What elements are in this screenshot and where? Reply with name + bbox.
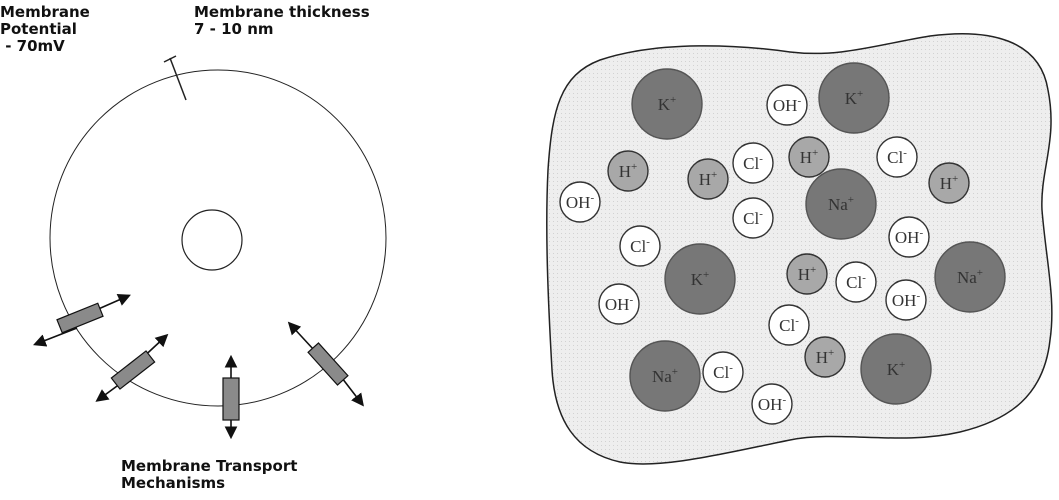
- oh-ion-symbol: OH: [605, 295, 630, 314]
- cl-ion: Cl-: [733, 143, 773, 183]
- oh-ion-charge: -: [629, 294, 633, 306]
- oh-ion-symbol: OH: [758, 395, 783, 414]
- cl-ion: Cl-: [703, 352, 743, 392]
- thickness-pointer-tick: [164, 56, 176, 62]
- cl-ion: Cl-: [620, 226, 660, 266]
- h-ion-symbol: H: [798, 265, 810, 284]
- oh-ion-label: OH-: [566, 192, 595, 212]
- h-ion: H+: [688, 159, 728, 199]
- oh-ion-charge: -: [916, 290, 920, 302]
- oh-ion-symbol: OH: [566, 193, 591, 212]
- oh-ion-charge: -: [590, 192, 594, 204]
- oh-ion-symbol: OH: [892, 291, 917, 310]
- h-ion: H+: [929, 163, 969, 203]
- k-ion: K+: [665, 244, 735, 314]
- h-ion-symbol: H: [619, 162, 631, 181]
- cl-ion-symbol: Cl: [713, 363, 729, 382]
- k-ion-symbol: K: [658, 95, 671, 114]
- cl-ion-symbol: Cl: [779, 316, 795, 335]
- cl-ion: Cl-: [836, 262, 876, 302]
- h-ion: H+: [789, 137, 829, 177]
- oh-ion-label: OH-: [758, 394, 787, 414]
- k-ion-charge: +: [857, 88, 863, 100]
- k-ion-symbol: K: [691, 270, 704, 289]
- oh-ion-charge: -: [782, 394, 786, 406]
- k-ion: K+: [819, 63, 889, 133]
- h-ion-symbol: H: [699, 170, 711, 189]
- cl-ion: Cl-: [769, 305, 809, 345]
- ion-region: K+K+K+K+Na+Na+Na+H+H+H+H+H+H+OH-OH-OH-OH…: [547, 34, 1052, 464]
- h-ion-charge: +: [828, 347, 834, 359]
- oh-ion-label: OH-: [605, 294, 634, 314]
- cl-ion-symbol: Cl: [846, 273, 862, 292]
- h-ion: H+: [608, 151, 648, 191]
- transport-pump-2: [98, 336, 166, 400]
- h-ion-charge: +: [631, 161, 637, 173]
- na-ion-symbol: Na: [652, 367, 672, 386]
- cl-ion-symbol: Cl: [743, 154, 759, 173]
- cl-ion-charge: -: [646, 236, 650, 248]
- oh-ion: OH-: [889, 217, 929, 257]
- oh-ion: OH-: [886, 280, 926, 320]
- oh-ion-charge: -: [797, 95, 801, 107]
- h-ion: H+: [787, 254, 827, 294]
- h-ion-charge: +: [952, 173, 958, 185]
- na-ion: Na+: [630, 341, 700, 411]
- cl-ion-charge: -: [759, 208, 763, 220]
- cell-nucleus: [182, 210, 242, 270]
- na-ion-symbol: Na: [828, 195, 848, 214]
- na-ion: Na+: [806, 169, 876, 239]
- cell-diagram: [36, 56, 386, 436]
- oh-ion-charge: -: [919, 227, 923, 239]
- cl-ion-charge: -: [795, 315, 799, 327]
- k-ion: K+: [632, 69, 702, 139]
- oh-ion-label: OH-: [892, 290, 921, 310]
- cl-ion-symbol: Cl: [743, 209, 759, 228]
- h-ion-symbol: H: [816, 348, 828, 367]
- k-ion-charge: +: [703, 269, 709, 281]
- cl-ion-charge: -: [903, 147, 907, 159]
- k-ion-symbol: K: [845, 89, 858, 108]
- cell-membrane: [50, 70, 386, 406]
- h-ion-charge: +: [812, 147, 818, 159]
- transport-pump-3: [223, 358, 239, 436]
- h-ion-symbol: H: [940, 174, 952, 193]
- na-ion-charge: +: [672, 366, 678, 378]
- na-ion-charge: +: [977, 267, 983, 279]
- h-ion-symbol: H: [800, 148, 812, 167]
- na-ion: Na+: [935, 242, 1005, 312]
- oh-ion-label: OH-: [773, 95, 802, 115]
- cl-ion-symbol: Cl: [630, 237, 646, 256]
- oh-ion: OH-: [599, 284, 639, 324]
- k-ion: K+: [861, 334, 931, 404]
- na-ion-charge: +: [848, 194, 854, 206]
- cl-ion: Cl-: [733, 198, 773, 238]
- oh-ion: OH-: [560, 182, 600, 222]
- na-ion-symbol: Na: [957, 268, 977, 287]
- oh-ion: OH-: [767, 85, 807, 125]
- oh-ion: OH-: [752, 384, 792, 424]
- h-ion-charge: +: [810, 264, 816, 276]
- h-ion-charge: +: [711, 169, 717, 181]
- cl-ion-charge: -: [759, 153, 763, 165]
- k-ion-charge: +: [899, 359, 905, 371]
- cl-ion: Cl-: [877, 137, 917, 177]
- cl-ion-symbol: Cl: [887, 148, 903, 167]
- h-ion: H+: [805, 337, 845, 377]
- transport-pump-4: [290, 324, 362, 404]
- k-ion-charge: +: [670, 94, 676, 106]
- oh-ion-symbol: OH: [895, 228, 920, 247]
- cl-ion-charge: -: [862, 272, 866, 284]
- cl-ion-charge: -: [729, 362, 733, 374]
- oh-ion-label: OH-: [895, 227, 924, 247]
- oh-ion-symbol: OH: [773, 96, 798, 115]
- thickness-pointer: [170, 58, 186, 100]
- k-ion-symbol: K: [887, 360, 900, 379]
